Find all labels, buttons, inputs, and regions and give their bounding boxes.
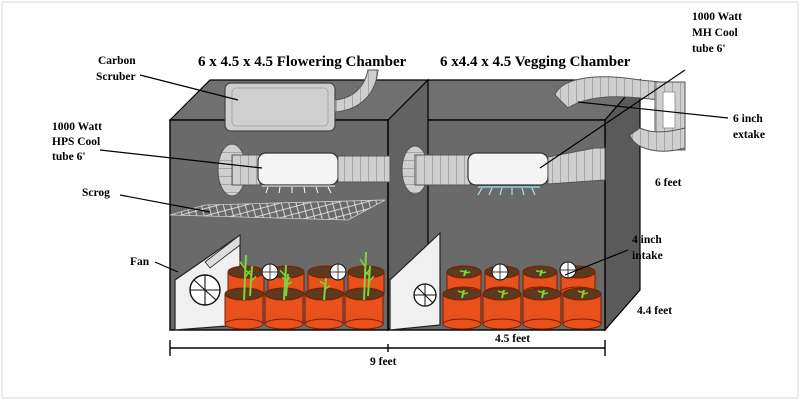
mh-label-3: tube 6'	[692, 43, 726, 55]
scrog-label: Scrog	[82, 187, 110, 199]
fan-flowering	[174, 233, 241, 331]
fan-vegging	[389, 231, 441, 331]
carbon-label-1: Carbon	[98, 55, 136, 67]
total-width-label: 9 feet	[370, 356, 397, 368]
pot-veg-front-2	[482, 287, 522, 330]
pot-veg-front-3	[522, 287, 562, 330]
extake-label-1: 6 inch	[733, 113, 763, 125]
leader-lines	[99, 69, 729, 276]
dimension-lines	[169, 340, 606, 356]
carbon-scrubber	[224, 69, 379, 132]
fan-label: Fan	[130, 256, 150, 268]
intake-label-2: intake	[632, 250, 663, 262]
hps-label-2: HPS Cool	[52, 136, 100, 148]
mh-cool-tube	[401, 145, 606, 196]
carbon-label-2: Scruber	[96, 71, 136, 83]
extake-label-2: extake	[733, 129, 765, 141]
tent-right-face	[604, 78, 641, 332]
vegging-chamber-title: 6 x4.4 x 4.5 Vegging Chamber	[440, 54, 631, 70]
mh-label-2: MH Cool	[692, 27, 738, 39]
height-label: 6 feet	[655, 177, 682, 189]
flowering-pots	[224, 251, 385, 330]
mh-label-1: 1000 Watt	[692, 11, 742, 23]
flowering-chamber-title: 6 x 4.5 x 4.5 Flowering Chamber	[198, 54, 407, 70]
depth-label: 4.4 feet	[637, 305, 672, 317]
hps-label-3: tube 6'	[52, 151, 86, 163]
hps-label-1: 1000 Watt	[52, 121, 102, 133]
intake-label-1: 4 inch	[632, 234, 662, 246]
exhaust-duct	[554, 76, 686, 152]
hps-cool-tube	[217, 143, 391, 197]
vegging-pots	[442, 261, 602, 330]
half-width-label: 4.5 feet	[495, 333, 530, 345]
